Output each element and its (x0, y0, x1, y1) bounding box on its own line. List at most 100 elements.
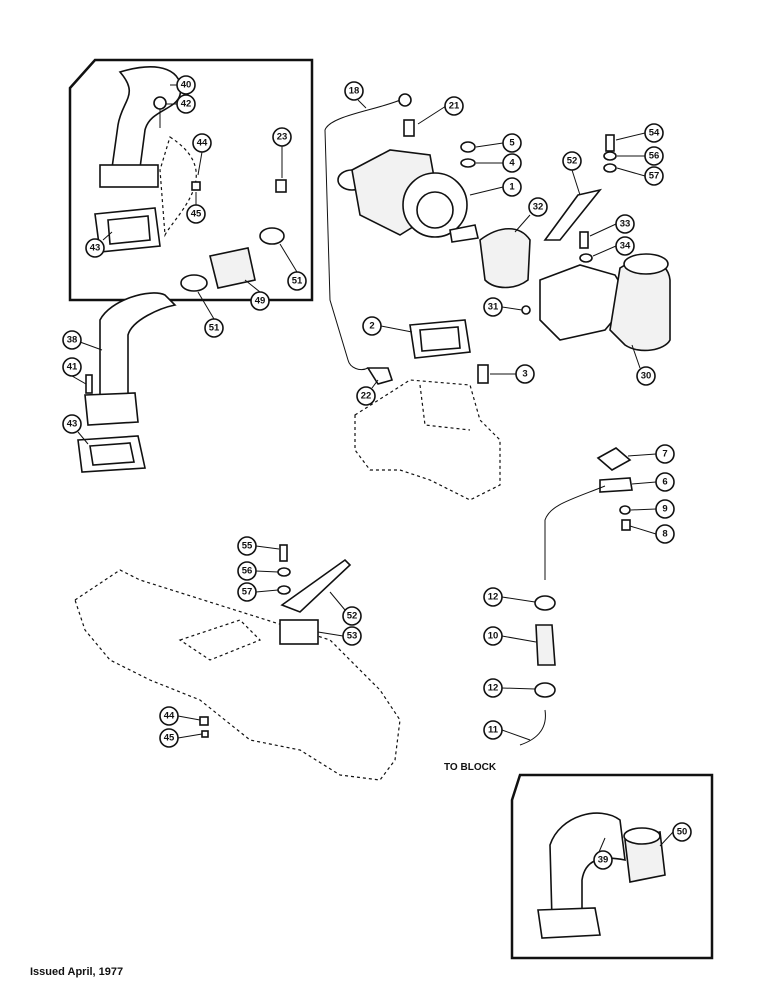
callout-39: 39 (593, 837, 613, 870)
spacer-53 (279, 619, 319, 645)
svg-text:21: 21 (449, 101, 460, 112)
svg-text:50: 50 (677, 827, 688, 838)
svg-text:45: 45 (191, 209, 202, 220)
callout-57-lower: 57 (237, 582, 279, 602)
clamp-51-right (259, 227, 285, 245)
callout-2: 2 (362, 316, 413, 336)
washer-57-top (603, 163, 617, 173)
svg-text:56: 56 (649, 151, 660, 162)
elbow-11 (519, 709, 546, 746)
svg-text:40: 40 (181, 80, 192, 91)
svg-text:52: 52 (567, 156, 578, 167)
callout-45-top: 45 (186, 192, 206, 224)
washer-4 (460, 158, 476, 168)
callout-33: 33 (589, 214, 635, 237)
callout-18: 18 (344, 81, 367, 109)
svg-text:6: 6 (662, 477, 667, 488)
callout-5: 5 (475, 133, 522, 153)
bolt-55 (279, 544, 288, 562)
callout-10: 10 (483, 626, 537, 646)
callout-45-lower: 45 (159, 728, 203, 748)
svg-text:18: 18 (349, 86, 360, 97)
elbow-22 (366, 367, 394, 385)
callout-43-lower: 43 (62, 414, 89, 445)
svg-text:54: 54 (649, 128, 660, 139)
to-block-label: TO BLOCK (444, 762, 497, 773)
svg-text:38: 38 (67, 335, 78, 346)
tube-38 (77, 292, 177, 473)
svg-text:8: 8 (662, 529, 667, 540)
clamp-44-top (191, 181, 201, 191)
svg-text:34: 34 (620, 241, 631, 252)
svg-text:4: 4 (509, 158, 515, 169)
callout-21: 21 (417, 96, 464, 125)
svg-text:57: 57 (649, 171, 660, 182)
callout-44-top: 44 (192, 133, 212, 176)
svg-text:10: 10 (488, 631, 499, 642)
callout-9: 9 (630, 499, 675, 519)
bolt-33 (579, 231, 589, 249)
bolt-41 (85, 374, 93, 394)
callout-32: 32 (514, 197, 548, 233)
fitting-18 (398, 93, 412, 107)
washer-57-lower (277, 585, 291, 595)
svg-text:55: 55 (242, 541, 253, 552)
callout-12-lower: 12 (483, 678, 536, 698)
callout-30: 30 (631, 344, 656, 386)
gasket-7 (596, 447, 632, 471)
callout-40: 40 (170, 75, 196, 95)
svg-text:45: 45 (164, 733, 175, 744)
callout-4: 4 (476, 153, 522, 173)
svg-text:11: 11 (488, 725, 499, 736)
stud-3 (477, 364, 489, 384)
svg-text:1: 1 (509, 182, 515, 193)
svg-text:5: 5 (509, 138, 515, 149)
svg-text:12: 12 (488, 683, 499, 694)
callout-31: 31 (483, 297, 523, 317)
callout-54: 54 (615, 123, 664, 143)
exhaust-manifold-phantom (354, 379, 501, 501)
washer-9 (619, 505, 631, 515)
svg-text:51: 51 (209, 323, 220, 334)
callout-44-lower: 44 (159, 706, 201, 726)
callout-53: 53 (317, 626, 362, 646)
callout-49: 49 (244, 279, 270, 311)
callout-38: 38 (62, 330, 103, 351)
bolt-8 (621, 519, 631, 531)
callout-50: 50 (659, 822, 692, 847)
manifold-phantom-lower (74, 569, 401, 781)
callout-55: 55 (237, 536, 280, 556)
svg-text:41: 41 (67, 362, 78, 373)
callout-57-top: 57 (616, 166, 664, 186)
callout-52-lower: 52 (329, 591, 362, 626)
hose-49 (209, 247, 256, 289)
callout-43-top: 43 (85, 231, 113, 258)
svg-text:51: 51 (292, 276, 303, 287)
svg-text:12: 12 (488, 592, 499, 603)
plug-31 (521, 305, 531, 315)
hose-10 (535, 624, 556, 666)
elbow-housing-30 (539, 253, 671, 352)
svg-text:44: 44 (164, 711, 175, 722)
issued-date: Issued April, 1977 (30, 966, 124, 978)
hose-32 (479, 227, 531, 289)
callout-22: 22 (356, 379, 379, 406)
svg-text:56: 56 (242, 566, 253, 577)
callout-41: 41 (62, 357, 87, 385)
svg-text:42: 42 (181, 99, 192, 110)
flange-6 (599, 477, 633, 493)
svg-text:57: 57 (242, 587, 253, 598)
svg-text:7: 7 (662, 449, 667, 460)
svg-text:2: 2 (369, 321, 374, 332)
callout-56-lower: 56 (237, 561, 279, 581)
svg-text:53: 53 (347, 631, 358, 642)
elbow-flange-40 (99, 164, 159, 188)
svg-text:49: 49 (255, 296, 266, 307)
callout-51-left: 51 (197, 291, 224, 338)
callout-52-top: 52 (562, 151, 582, 196)
turbocharger-1 (337, 149, 479, 243)
svg-text:32: 32 (533, 202, 544, 213)
clip-45-lower (201, 730, 209, 738)
svg-text:30: 30 (641, 371, 652, 382)
